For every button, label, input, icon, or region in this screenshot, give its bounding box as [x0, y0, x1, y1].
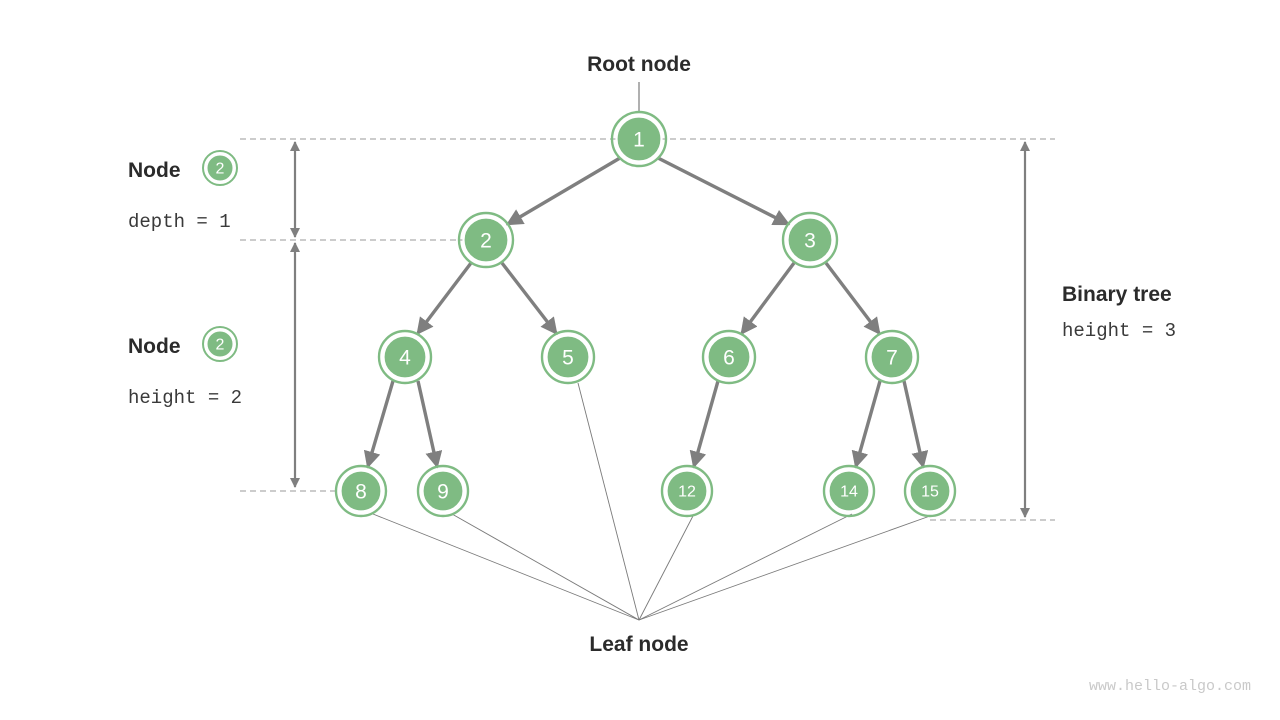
leaf-pointer-14: [638, 513, 853, 621]
node-outer-ring: [822, 464, 876, 518]
edge-2-4: [416, 261, 473, 336]
leaf-pointer-12: [638, 513, 695, 621]
tree-edges: [363, 156, 929, 469]
node-value: 12: [678, 484, 696, 501]
node-value: 2: [480, 230, 492, 253]
annotation-tree-height: Binary tree height = 3: [1062, 283, 1176, 342]
edge-4-9: [416, 380, 443, 469]
node-body: [869, 334, 915, 380]
annotation-height-code: height = 2: [128, 387, 242, 409]
node-body: [421, 469, 465, 513]
badge-outer-ring: [202, 150, 238, 186]
edge-2-5: [500, 261, 558, 336]
leaf-pointer-9: [451, 513, 640, 621]
edge-3-6: [740, 261, 796, 336]
node-value: 14: [840, 484, 858, 501]
node-body: [545, 334, 591, 380]
node-outer-ring: [457, 211, 515, 269]
tree-node-7[interactable]: 7: [864, 329, 920, 385]
node-outer-ring: [377, 329, 433, 385]
node-value: 9: [437, 481, 449, 504]
edge-1-2: [505, 156, 621, 226]
node-body: [615, 115, 663, 163]
dimension-arrows: [289, 140, 1031, 519]
tree-node-4[interactable]: 4: [377, 329, 433, 385]
tree-node-14[interactable]: 14: [822, 464, 876, 518]
root-node-label: Root node: [587, 53, 691, 76]
guide-lines: [240, 138, 1055, 521]
tree-node-9[interactable]: 9: [416, 464, 470, 518]
node-outer-ring: [416, 464, 470, 518]
annotation-depth-badge: 2: [202, 150, 238, 186]
badge-outer-ring: [202, 326, 238, 362]
annotation-height-title: Node: [128, 335, 181, 358]
tree-node-8[interactable]: 8: [334, 464, 388, 518]
tree-node-15[interactable]: 15: [903, 464, 957, 518]
annotation-depth-title: Node: [128, 159, 181, 182]
node-outer-ring: [701, 329, 757, 385]
badge-body: [205, 153, 235, 183]
annotation-node-height: Node 2 height = 2: [128, 326, 242, 409]
node-value: 4: [399, 347, 411, 370]
badge-value: 2: [216, 161, 225, 178]
annotation-node-depth: Node 2 depth = 1: [128, 150, 238, 233]
leaf-node-label: Leaf node: [589, 633, 688, 656]
edge-7-14: [851, 380, 882, 469]
node-body: [786, 216, 834, 264]
tree-node-12[interactable]: 12: [660, 464, 714, 518]
node-value: 5: [562, 347, 574, 370]
node-value: 3: [804, 230, 816, 253]
annotation-tree-title: Binary tree: [1062, 283, 1172, 306]
node-value: 7: [886, 347, 898, 370]
node-outer-ring: [334, 464, 388, 518]
node-outer-ring: [610, 110, 668, 168]
annotation-tree-code: height = 3: [1062, 320, 1176, 342]
annotation-height-badge: 2: [202, 326, 238, 362]
node-value: 6: [723, 347, 735, 370]
tree-node-1[interactable]: 1: [610, 110, 668, 168]
node-body: [462, 216, 510, 264]
edge-7-15: [902, 380, 929, 469]
node-body: [706, 334, 752, 380]
edge-6-12: [689, 380, 720, 469]
node-value: 15: [921, 484, 939, 501]
node-body: [382, 334, 428, 380]
node-outer-ring: [864, 329, 920, 385]
leaf-pointer-15: [638, 515, 931, 621]
badge-value: 2: [216, 337, 225, 354]
node-outer-ring: [540, 329, 596, 385]
node-body: [827, 469, 871, 513]
node-body: [339, 469, 383, 513]
node-outer-ring: [903, 464, 957, 518]
tree-node-3[interactable]: 3: [781, 211, 839, 269]
leaf-pointer-5: [577, 382, 640, 621]
edge-3-7: [824, 261, 881, 336]
edge-1-3: [657, 156, 791, 226]
node-body: [665, 469, 709, 513]
badge-body: [205, 329, 235, 359]
leaf-pointer-8: [372, 513, 640, 621]
node-value: 1: [633, 129, 645, 152]
node-body: [908, 469, 952, 513]
node-outer-ring: [781, 211, 839, 269]
edge-4-8: [363, 380, 395, 469]
tree-node-6[interactable]: 6: [701, 329, 757, 385]
tree-node-2[interactable]: 2: [457, 211, 515, 269]
tree-node-5[interactable]: 5: [540, 329, 596, 385]
annotation-depth-code: depth = 1: [128, 211, 231, 233]
node-value: 8: [355, 481, 367, 504]
leaf-pointer-lines: [372, 382, 931, 621]
node-outer-ring: [660, 464, 714, 518]
watermark: www.hello-algo.com: [1089, 678, 1251, 695]
tree-nodes: 1 2 3 4 5 6 7: [334, 110, 957, 518]
